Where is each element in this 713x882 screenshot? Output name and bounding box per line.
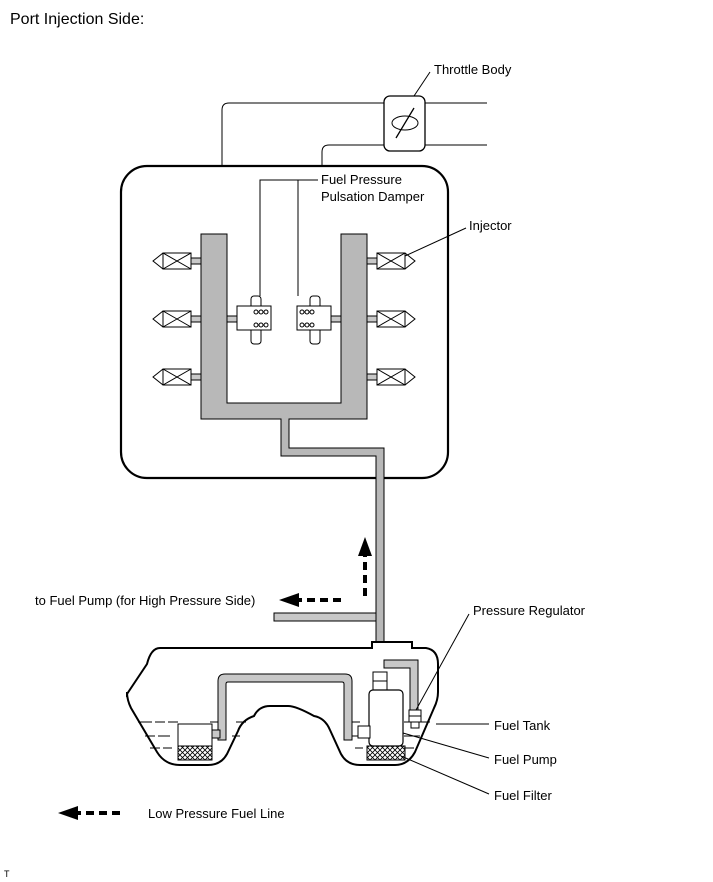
throttle-body-leader <box>413 71 431 97</box>
damper-label-line2: Pulsation Damper <box>321 189 425 204</box>
pulsation-damper-left <box>226 295 272 345</box>
flow-arrow-up <box>358 537 372 596</box>
injector <box>152 368 202 386</box>
fuel-filter-leader <box>400 755 490 795</box>
corner-mark: T <box>4 869 10 879</box>
injector <box>366 368 416 386</box>
pressure-regulator-leader <box>415 613 470 711</box>
flow-arrow-left <box>279 593 341 607</box>
legend: Low Pressure Fuel Line <box>58 806 285 821</box>
fuel-rail <box>200 233 385 681</box>
jet-pump-nozzle <box>211 729 221 739</box>
right-injectors <box>366 252 416 386</box>
damper-leader <box>259 179 318 296</box>
pressure-regulator-label: Pressure Regulator <box>473 603 586 618</box>
fuel-filter-label: Fuel Filter <box>494 788 552 803</box>
pulsation-damper-right <box>296 295 342 345</box>
to-fuel-pump-label: to Fuel Pump (for High Pressure Side) <box>35 593 255 608</box>
throttle-body <box>383 95 426 152</box>
fuel-filter <box>366 745 406 761</box>
injector <box>366 252 416 270</box>
fuel-pump <box>357 671 404 747</box>
fuel-pump-leader <box>402 732 490 759</box>
sub-tank-filter <box>177 745 213 761</box>
pressure-regulator <box>408 709 422 729</box>
injector <box>152 310 202 328</box>
injector <box>366 310 416 328</box>
fuel-tank-label: Fuel Tank <box>494 718 551 733</box>
sub-tank-filter-housing <box>177 723 213 747</box>
throttle-body-label: Throttle Body <box>434 62 512 77</box>
legend-arrow-head <box>58 806 78 820</box>
intake-pipe <box>221 102 487 165</box>
damper-label-line1: Fuel Pressure <box>321 172 402 187</box>
injector-leader <box>404 227 467 257</box>
injector-label: Injector <box>469 218 512 233</box>
transfer-pipe <box>217 673 353 741</box>
high-pressure-branch-pipe <box>273 612 377 622</box>
injector <box>152 252 202 270</box>
diagram-title: Port Injection Side: <box>10 11 144 28</box>
legend-label: Low Pressure Fuel Line <box>148 806 285 821</box>
left-injectors <box>152 252 202 386</box>
fuel-pump-label: Fuel Pump <box>494 752 557 767</box>
fuel-level <box>138 721 430 749</box>
